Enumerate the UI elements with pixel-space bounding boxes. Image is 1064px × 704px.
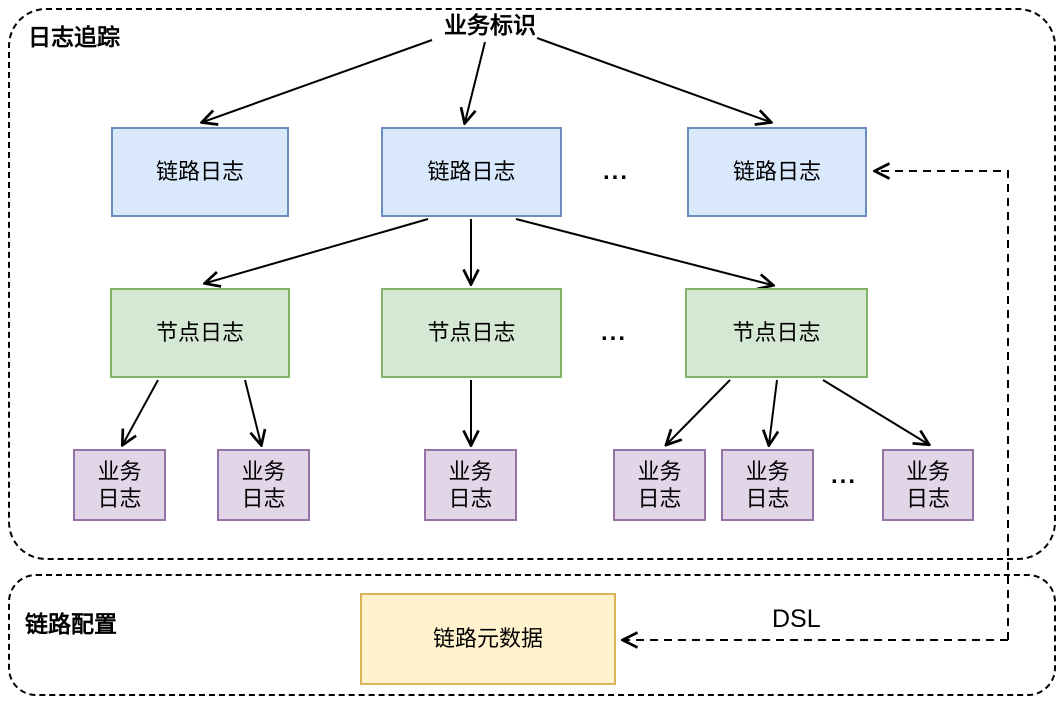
business-log-box-6: 业务 日志 — [882, 449, 974, 521]
business-log-label-line1: 业务 — [241, 458, 286, 484]
business-log-label-line2: 日志 — [905, 486, 950, 511]
business-log-box-4: 业务 日志 — [613, 449, 706, 521]
link-metadata-label: 链路元数据 — [432, 626, 543, 652]
business-log-box-1: 业务 日志 — [73, 449, 166, 521]
log-tracing-section-label: 日志追踪 — [28, 24, 120, 50]
business-log-label-line2: 日志 — [97, 486, 142, 511]
node-log-label: 节点日志 — [155, 320, 244, 346]
business-log-label-line1: 业务 — [637, 458, 682, 484]
ellipsis-link-logs: ... — [603, 158, 630, 185]
business-log-label-line1: 业务 — [905, 458, 950, 484]
link-log-box-2: 链路日志 — [381, 127, 562, 217]
link-config-section-label: 链路配置 — [25, 611, 117, 637]
node-log-box-3: 节点日志 — [685, 288, 868, 378]
link-log-label: 链路日志 — [427, 159, 516, 185]
business-log-box-3: 业务 日志 — [424, 449, 517, 521]
dsl-edge-label: DSL — [772, 605, 821, 633]
business-log-label-line2: 日志 — [448, 486, 493, 511]
log-tracing-section — [8, 8, 1056, 560]
business-log-label-line1: 业务 — [97, 458, 142, 484]
link-log-box-3: 链路日志 — [687, 127, 867, 217]
ellipsis-node-logs: ... — [601, 319, 628, 346]
ellipsis-business-logs: ... — [831, 462, 858, 489]
business-log-label-line1: 业务 — [448, 458, 493, 484]
business-log-box-5: 业务 日志 — [721, 449, 814, 521]
link-metadata-box: 链路元数据 — [360, 593, 616, 685]
link-log-box-1: 链路日志 — [111, 127, 289, 217]
node-log-label: 节点日志 — [427, 320, 516, 346]
business-log-label-line2: 日志 — [745, 486, 790, 511]
node-log-box-1: 节点日志 — [110, 288, 290, 378]
link-log-label: 链路日志 — [155, 159, 244, 185]
business-identifier-label: 业务标识 — [444, 12, 536, 38]
node-log-box-2: 节点日志 — [381, 288, 562, 378]
link-log-label: 链路日志 — [732, 159, 821, 185]
link-config-section — [8, 574, 1056, 696]
business-log-label-line1: 业务 — [745, 458, 790, 484]
business-log-box-2: 业务 日志 — [217, 449, 310, 521]
business-log-label-line2: 日志 — [637, 486, 682, 511]
node-log-label: 节点日志 — [732, 320, 821, 346]
business-log-label-line2: 日志 — [241, 486, 286, 511]
